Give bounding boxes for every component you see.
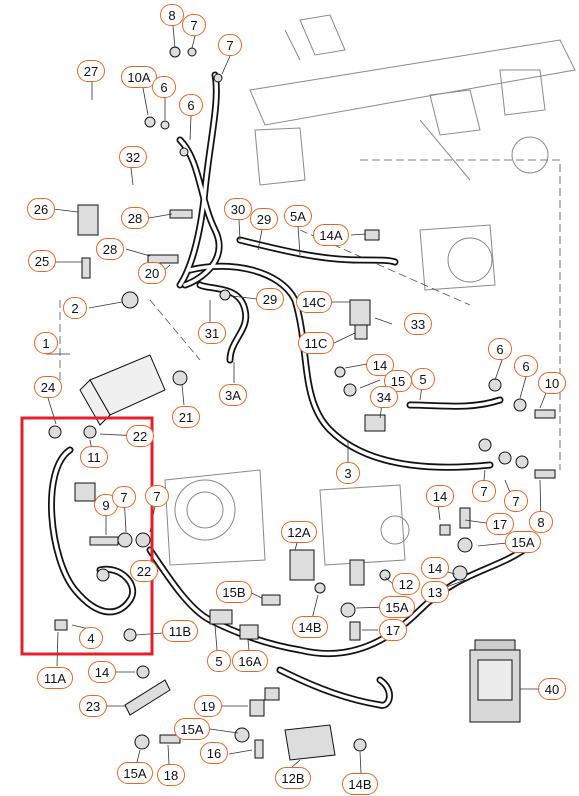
callout-1: 1 <box>34 332 58 354</box>
callout-18: 18 <box>157 764 185 786</box>
callout-19: 19 <box>194 695 222 717</box>
callout-7: 7 <box>112 486 136 508</box>
callout-4: 4 <box>79 627 103 649</box>
callout-6: 6 <box>179 94 203 116</box>
callout-8: 8 <box>160 4 184 26</box>
callout-34: 34 <box>370 386 398 408</box>
callout-14b: 14B <box>342 773 378 795</box>
callout-6: 6 <box>152 76 176 98</box>
callout-7: 7 <box>145 485 169 507</box>
callout-27: 27 <box>77 60 105 82</box>
callout-12b: 12B <box>275 767 311 789</box>
callout-40: 40 <box>538 678 566 700</box>
callout-17: 17 <box>486 513 514 535</box>
fluid-bottle <box>469 639 521 723</box>
callout-7: 7 <box>472 480 496 502</box>
callout-15a: 15A <box>505 531 541 553</box>
hose-lines-inner <box>49 73 532 707</box>
callout-5a: 5A <box>284 205 312 227</box>
callout-14: 14 <box>366 354 394 376</box>
callout-15b: 15B <box>216 581 252 603</box>
callout-6: 6 <box>488 338 512 360</box>
callout-13: 13 <box>421 581 449 603</box>
callout-15: 15 <box>384 370 412 392</box>
callout-7: 7 <box>504 490 528 512</box>
callout-20: 20 <box>138 262 166 284</box>
callout-3a: 3A <box>219 384 247 406</box>
callout-7: 7 <box>182 14 206 36</box>
callout-12a: 12A <box>281 521 317 543</box>
callout-14: 14 <box>88 661 116 683</box>
callout-17: 17 <box>379 619 407 641</box>
callout-22: 22 <box>130 560 158 582</box>
callout-26: 26 <box>27 198 55 220</box>
callout-24: 24 <box>34 376 62 398</box>
highlight-frame <box>20 416 154 656</box>
callout-33: 33 <box>404 313 432 335</box>
callout-31: 31 <box>198 322 226 344</box>
callout-8: 8 <box>529 511 553 533</box>
callout-11c: 11C <box>298 332 334 354</box>
callout-15a: 15A <box>117 762 153 784</box>
callout-14c: 14C <box>296 291 332 313</box>
callout-11b: 11B <box>162 620 198 642</box>
callout-22: 22 <box>126 425 154 447</box>
callout-6: 6 <box>514 355 538 377</box>
callout-30: 30 <box>224 198 252 220</box>
callout-10: 10 <box>538 372 566 394</box>
callout-5: 5 <box>411 368 435 390</box>
callout-32: 32 <box>119 146 147 168</box>
callout-15a: 15A <box>174 718 210 740</box>
callout-14: 14 <box>426 485 454 507</box>
callout-11: 11 <box>80 446 108 468</box>
callout-7: 7 <box>218 34 242 56</box>
callout-28: 28 <box>96 238 124 260</box>
callout-29: 29 <box>250 208 278 230</box>
callout-12: 12 <box>392 573 420 595</box>
callout-28: 28 <box>121 207 149 229</box>
callout-14: 14 <box>421 557 449 579</box>
callout-15a: 15A <box>379 596 415 618</box>
callout-16: 16 <box>200 742 228 764</box>
compressor-ghost <box>164 469 410 566</box>
callout-2: 2 <box>63 297 87 319</box>
callout-29: 29 <box>256 288 284 310</box>
reservoir-bracket <box>79 354 166 426</box>
callout-21: 21 <box>172 406 200 428</box>
callout-25: 25 <box>28 250 56 272</box>
callout-16a: 16A <box>232 650 268 672</box>
callout-3: 3 <box>336 462 360 484</box>
callout-23: 23 <box>79 695 107 717</box>
steering-rack-ghost <box>249 14 576 291</box>
callout-14a: 14A <box>313 224 349 246</box>
callout-5: 5 <box>207 650 231 672</box>
callout-10a: 10A <box>121 66 157 88</box>
callout-11a: 11A <box>37 667 73 689</box>
fittings <box>48 46 556 761</box>
callout-14b: 14B <box>292 616 328 638</box>
